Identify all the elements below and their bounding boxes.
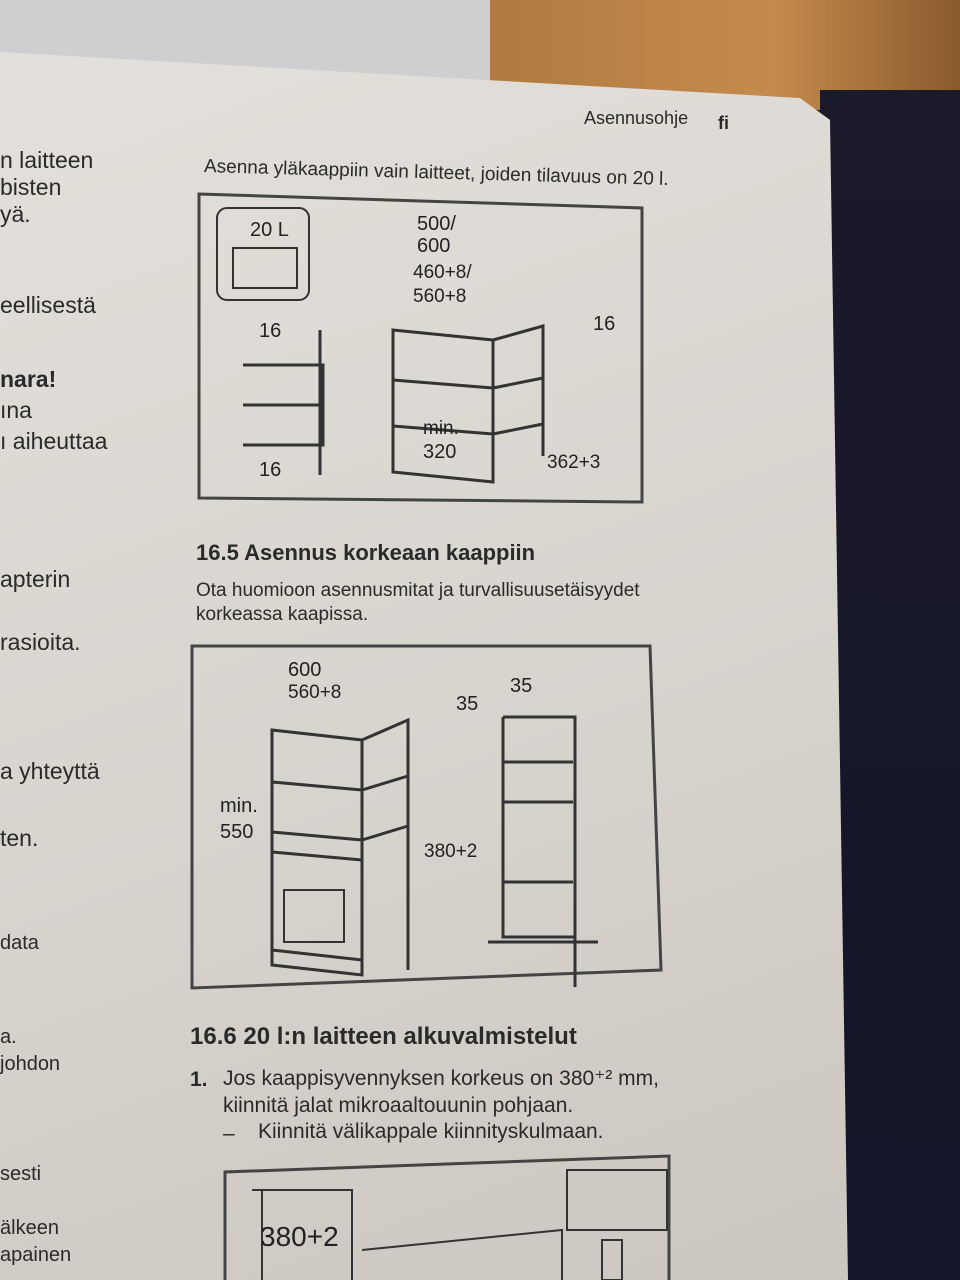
dim-depth-1: 460+8/	[413, 262, 472, 283]
left-line: eellisestä	[0, 292, 96, 318]
left-line: älkeen	[0, 1217, 59, 1239]
left-line: n laitteen	[0, 147, 94, 173]
dim-width-1: 500/	[417, 213, 456, 235]
dim-width-2: 600	[417, 235, 450, 257]
dim-height: 362+3	[547, 452, 600, 473]
left-line: ı aiheuttaa	[0, 428, 108, 454]
dim-width: 600	[288, 659, 321, 681]
dim-gap-side: 35	[510, 675, 532, 697]
sub-step-dash: –	[223, 1122, 235, 1145]
volume-label: 20 L	[250, 219, 289, 241]
section-16-5-text: korkeassa kaapissa.	[196, 604, 369, 625]
min-label: min.	[423, 418, 459, 439]
left-line: johdon	[0, 1053, 61, 1075]
running-header: Asennusohje	[584, 108, 689, 128]
min-value: 550	[220, 821, 253, 843]
intro-text: Asenna yläkaappiin vain laitteet, joiden…	[203, 156, 669, 190]
left-line: yä.	[0, 201, 31, 227]
step-number: 1.	[190, 1068, 208, 1091]
dim-depth-2: 560+8	[413, 286, 466, 307]
language-code: fi	[718, 113, 729, 133]
figure-preparation: 380+2	[223, 1154, 671, 1280]
figure-upper-cabinet: 20 L 16 16 500/ 600 460+8/ 560+8 16 min.…	[197, 192, 644, 504]
step-1-text: Jos kaappisyvennyksen korkeus on 380⁺² m…	[223, 1067, 659, 1090]
left-line: sesti	[0, 1163, 42, 1185]
left-line: ten.	[0, 825, 39, 851]
oven-window	[283, 889, 345, 943]
section-16-5-title: 16.5 Asennus korkeaan kaappiin	[196, 540, 536, 565]
dim-16-right: 16	[593, 313, 615, 335]
dim-depth: 560+8	[288, 682, 341, 703]
left-line: apterin	[0, 566, 71, 592]
dim-gap: 35	[456, 693, 478, 715]
dim-16-bottom: 16	[259, 459, 281, 481]
min-label: min.	[220, 795, 258, 817]
left-line: a.	[0, 1026, 17, 1048]
left-line: ına	[0, 397, 32, 423]
left-line: a yhteyttä	[0, 758, 100, 784]
dim-height: 380+2	[260, 1221, 339, 1252]
dim-height: 380+2	[424, 841, 477, 862]
left-line: rasioita.	[0, 629, 81, 655]
left-line: nara!	[0, 366, 57, 392]
left-line: data	[0, 932, 39, 954]
step-1-text: kiinnitä jalat mikroaaltouunin pohjaan.	[223, 1094, 574, 1117]
dim-16-top: 16	[259, 320, 281, 342]
sub-step-text: Kiinnitä välikappale kiinnityskulmaan.	[258, 1120, 604, 1143]
microwave-icon	[216, 207, 310, 301]
left-line: bisten	[0, 174, 62, 200]
section-16-6-title: 16.6 20 l:n laitteen alkuvalmistelut	[190, 1023, 577, 1050]
figure-tall-cabinet: 600 560+8 35 35 min. 550 380+2	[190, 644, 663, 990]
section-16-5-text: Ota huomioon asennusmitat ja turvallisuu…	[196, 580, 640, 601]
min-value: 320	[423, 441, 456, 463]
left-line: apainen	[0, 1244, 72, 1266]
